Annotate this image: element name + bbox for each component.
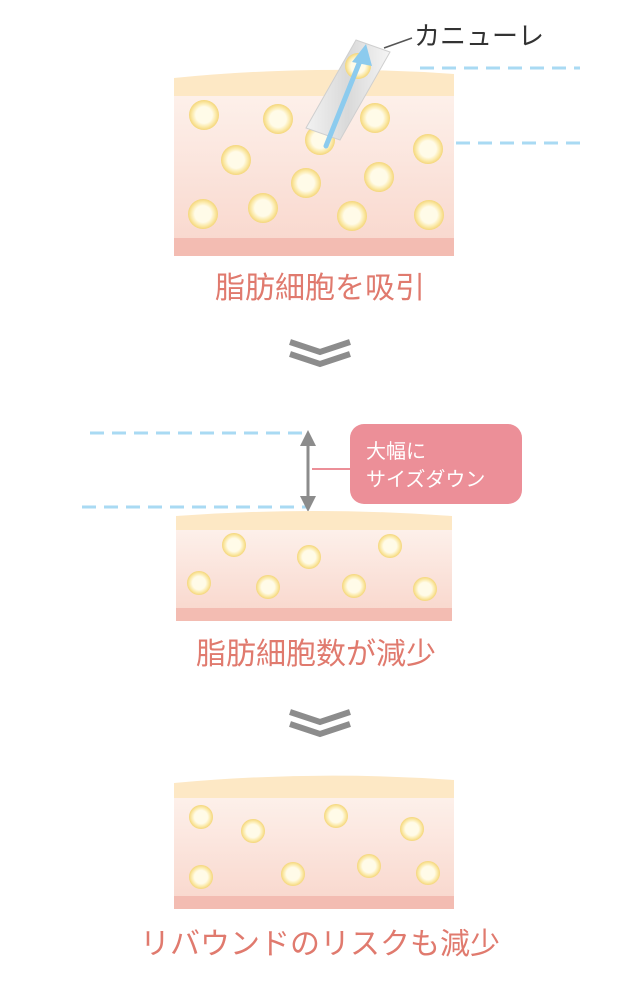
fat-cell xyxy=(188,199,218,229)
base-band xyxy=(174,896,454,909)
double-chevron-down-icon xyxy=(289,709,351,738)
suction-arrowhead xyxy=(352,44,372,66)
step2-caption: 脂肪細胞数が減少 xyxy=(196,637,436,672)
step2-fat-cells xyxy=(187,533,437,601)
fat-cell xyxy=(297,545,321,569)
step1-caption: 脂肪細胞を吸引 xyxy=(215,271,425,306)
fat-cell xyxy=(291,168,321,198)
step3-caption: リバウンドのリスクも減少 xyxy=(140,927,500,962)
vertical-double-arrow-icon xyxy=(300,430,316,512)
step3-fat-cells xyxy=(189,804,440,889)
fat-cell xyxy=(187,571,211,595)
size-down-line2: サイズダウン xyxy=(366,467,485,491)
size-down-line1: 大幅に xyxy=(366,439,426,463)
base-band xyxy=(174,238,454,256)
fat-cell xyxy=(378,534,402,558)
fat-cell xyxy=(413,134,443,164)
fat-cell xyxy=(256,575,280,599)
fat-cell xyxy=(263,104,293,134)
cannula-label: カニューレ xyxy=(414,22,544,52)
fat-cell xyxy=(342,574,366,598)
suction-arrow-icon xyxy=(323,53,365,149)
size-down-badge xyxy=(350,424,522,504)
fat-cell xyxy=(416,861,440,885)
fat-cell xyxy=(337,201,367,231)
fat-cell xyxy=(221,145,251,175)
base-band xyxy=(176,608,452,621)
fat-cell xyxy=(413,577,437,601)
fat-layer xyxy=(174,798,454,896)
cannula-tool xyxy=(305,37,413,149)
fat-cell xyxy=(400,817,424,841)
fat-cell xyxy=(364,162,394,192)
fat-layer xyxy=(176,530,452,608)
fat-cell xyxy=(414,200,444,230)
fat-cell xyxy=(241,819,265,843)
fat-cell xyxy=(222,533,246,557)
skin-layer xyxy=(174,69,454,98)
fat-cell xyxy=(189,805,213,829)
step3-tissue xyxy=(174,775,454,909)
skin-layer xyxy=(174,775,454,800)
fat-cell xyxy=(360,103,390,133)
fat-cell xyxy=(189,865,213,889)
skin-layer xyxy=(176,511,452,532)
fat-cell xyxy=(324,804,348,828)
step2-tissue xyxy=(176,511,452,621)
step1-tissue xyxy=(174,69,454,256)
fat-cell xyxy=(357,854,381,878)
fat-cell xyxy=(281,862,305,886)
cannula-callout-line xyxy=(383,37,413,49)
fat-cell xyxy=(248,193,278,223)
fat-cell xyxy=(189,100,219,130)
double-chevron-down-icon xyxy=(289,339,351,368)
